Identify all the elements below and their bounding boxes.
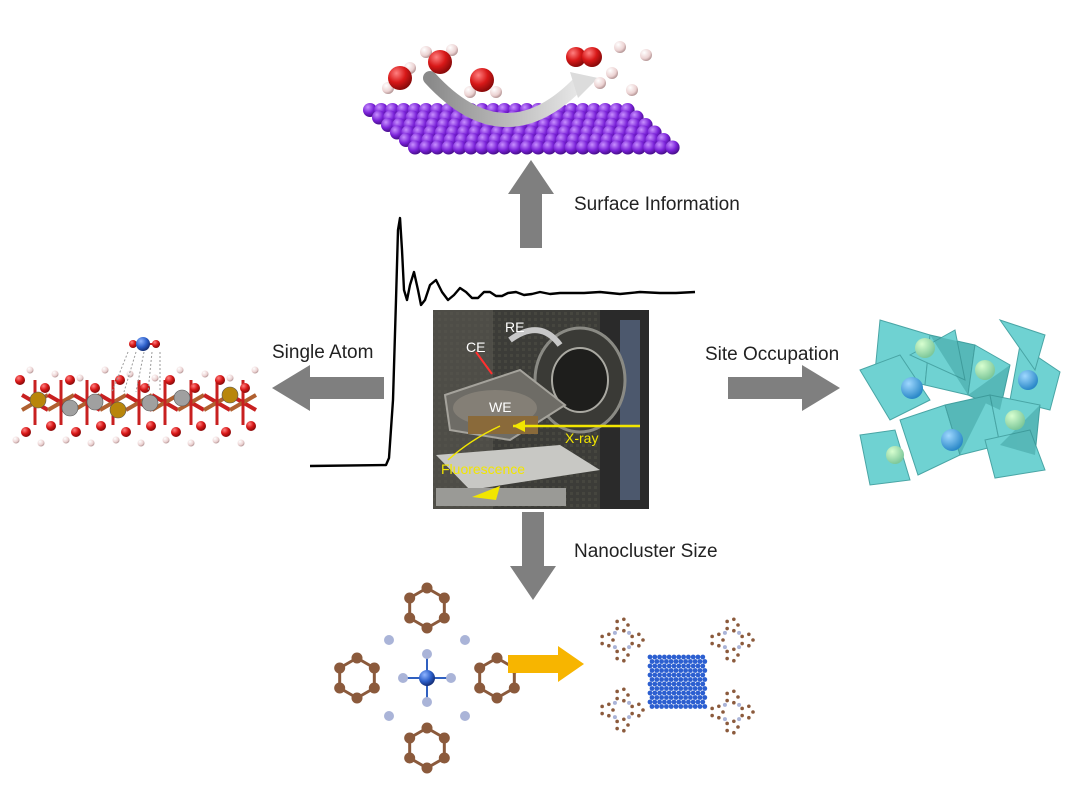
- label-site-occupation: Site Occupation: [705, 344, 839, 365]
- label-nanocluster-size: Nanocluster Size: [574, 541, 718, 562]
- down-arrow-icon: [510, 512, 556, 600]
- water-molecules: [382, 41, 652, 98]
- orange-arrow-icon: [508, 646, 584, 682]
- photo-label-re: RE: [505, 319, 524, 335]
- photo-label-we: WE: [489, 399, 512, 415]
- metal-ion-icon: [901, 377, 923, 399]
- surface-slab-illustration: [363, 103, 680, 155]
- up-arrow-icon: [508, 160, 554, 248]
- photo-label-xray: X-ray: [565, 430, 598, 446]
- single-atom-structure: [12, 337, 259, 447]
- photo-label-ce: CE: [466, 339, 485, 355]
- nanocluster-structure: [600, 617, 755, 735]
- xas-spectrum-line: [309, 216, 696, 468]
- label-surface-information: Surface Information: [574, 194, 740, 215]
- reaction-curve-arrow: [423, 71, 598, 127]
- in-situ-cell-photo: [433, 310, 649, 509]
- photo-label-fluorescence: Fluorescence: [441, 461, 525, 477]
- label-single-atom: Single Atom: [272, 342, 373, 363]
- left-arrow-icon: [272, 365, 384, 411]
- right-arrow-icon: [728, 365, 840, 411]
- metal-phthalocyanine-structure: [334, 582, 520, 774]
- site-occupation-polyhedra: [859, 319, 1061, 486]
